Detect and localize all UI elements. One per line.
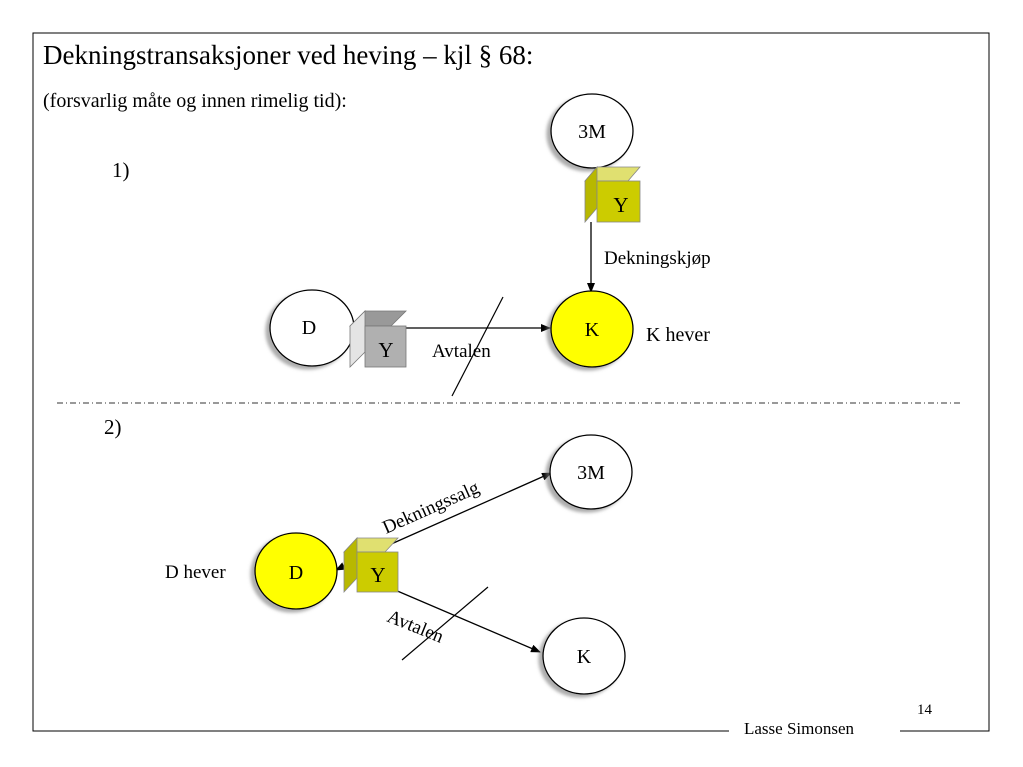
slide-title: Dekningstransaksjoner ved heving – kjl §… [43,40,534,70]
arrow-contract-2 [394,589,541,653]
label-seller-action: D hever [165,562,226,583]
arrow-cover-sale [388,472,552,546]
node-k-1: K [550,290,634,368]
label-contract-1: Avtalen [432,341,491,362]
node-3m-1: 3M [550,93,634,169]
node-d-1: D [269,289,355,367]
label-buyer-action: K hever [646,324,710,346]
label-contract-2: Avtalen [384,606,447,648]
page-number: 14 [917,702,932,718]
label-cover-purchase: Dekningskjøp [604,248,711,269]
footer-author: Lasse Simonsen [744,719,855,738]
label-cover-sale: Dekningssalg [379,477,482,538]
node-3m-2-label: 3M [577,462,605,484]
slide-subtitle: (forsvarlig måte og innen rimelig tid): [43,90,347,112]
goods-box-d-2-label: Y [370,563,385,587]
section-1-label: 1) [112,158,130,182]
goods-box-d-1-label: Y [378,338,393,362]
goods-box-3m-1-label: Y [613,193,628,217]
goods-box-d-2: Y [343,536,399,594]
goods-box-3m-1: Y [584,165,641,224]
node-3m-2: 3M [549,434,633,510]
contract-cancel-line-1 [451,296,504,397]
node-3m-1-label: 3M [578,121,606,143]
node-d-2-label: D [289,562,303,584]
node-k-2-label: K [577,646,592,668]
node-k-2: K [542,617,626,695]
node-k-1-label: K [585,319,600,341]
slide-frame [32,32,990,732]
node-d-2: D [254,532,338,610]
goods-box-d-1: Y [349,310,407,368]
contract-cancel-line-2 [401,586,489,661]
section-2-label: 2) [104,415,122,439]
node-d-1-label: D [302,317,316,339]
